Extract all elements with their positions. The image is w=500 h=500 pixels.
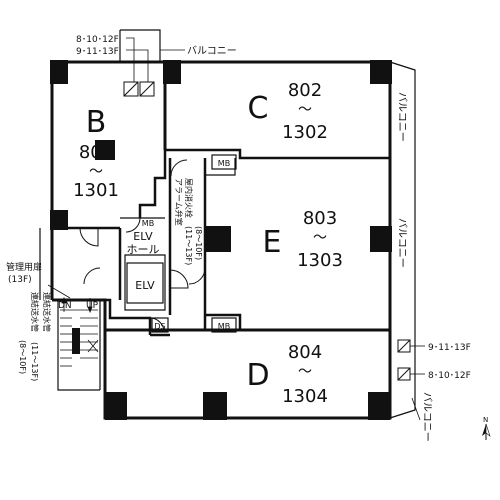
unit-c-to: 1302 [282, 122, 328, 143]
ds-label: DS [154, 322, 165, 331]
unit-b-letter: B [86, 105, 107, 140]
stair-up-label: UP [86, 301, 99, 311]
balcony-right-1: バルコニー [396, 92, 408, 142]
elv-hall-label-2: ホール [127, 243, 160, 256]
elevator-shaft [126, 262, 164, 304]
floors-top-1: 8･10･12F [76, 35, 119, 45]
balcony-right-2: バルコニー [396, 218, 408, 268]
unit-d-letter: D [246, 358, 269, 393]
unit-e-tilde: ～ [313, 230, 327, 246]
leader-lines [47, 37, 425, 421]
mb-label-1: MB [218, 159, 230, 168]
pipe-label-1: 連結送水管 [30, 292, 40, 332]
north-arrow-icon [482, 423, 491, 440]
hydrant-label-3: (8～10F) [194, 226, 203, 260]
elv-hall-label-1: ELV [133, 230, 153, 243]
hydrant-label-1: 屋内消火栓 [184, 178, 194, 218]
unit-e-to: 1303 [297, 250, 343, 271]
interior-walls [52, 148, 390, 337]
hydrant-label-2: アラーム弁室 [174, 178, 184, 226]
floors-right-2: 8･10･12F [428, 371, 471, 381]
ac-units-top [123, 81, 155, 97]
unit-e-from: 803 [303, 208, 337, 229]
unit-c-letter: C [248, 91, 269, 126]
unit-e-letter: E [263, 225, 282, 260]
unit-b-to: 1301 [73, 180, 119, 201]
unit-b-from: 801 [79, 142, 113, 163]
pipe-label-4: (11～13F) [30, 342, 39, 381]
balcony-top: バルコニー [187, 45, 237, 57]
balcony-bottom: バルコニー [421, 392, 433, 442]
elv-label: ELV [135, 279, 155, 292]
mgmt-door-label-2: (13F) [8, 275, 32, 285]
mb-label-3: MB [218, 322, 230, 331]
floors-right-1: 9･11･13F [428, 343, 471, 353]
unit-d-tilde: ～ [298, 364, 312, 380]
unit-c-from: 802 [288, 80, 322, 101]
columns [50, 60, 392, 420]
stairs [60, 296, 99, 367]
unit-d-to: 1304 [282, 386, 328, 407]
pipe-label-3: (8～10F) [18, 340, 27, 374]
floors-top-2: 9･11･13F [76, 47, 119, 57]
unit-c-tilde: ～ [298, 102, 312, 118]
doors [79, 159, 206, 333]
thin-walls [39, 29, 416, 419]
hydrant-label-4: (11～13F) [184, 226, 193, 265]
north-label: N [483, 416, 488, 424]
pipe-label-2: 連結送水管 [42, 292, 52, 332]
ac-units-right [397, 339, 411, 381]
mgmt-door-label-1: 管理用扉 [6, 261, 42, 273]
stair-dn-label: DN [58, 301, 72, 311]
unit-b-tilde: ～ [89, 164, 103, 180]
small-rooms [151, 154, 237, 333]
mb-label-2: MB [142, 219, 154, 228]
unit-d-from: 804 [288, 342, 322, 363]
